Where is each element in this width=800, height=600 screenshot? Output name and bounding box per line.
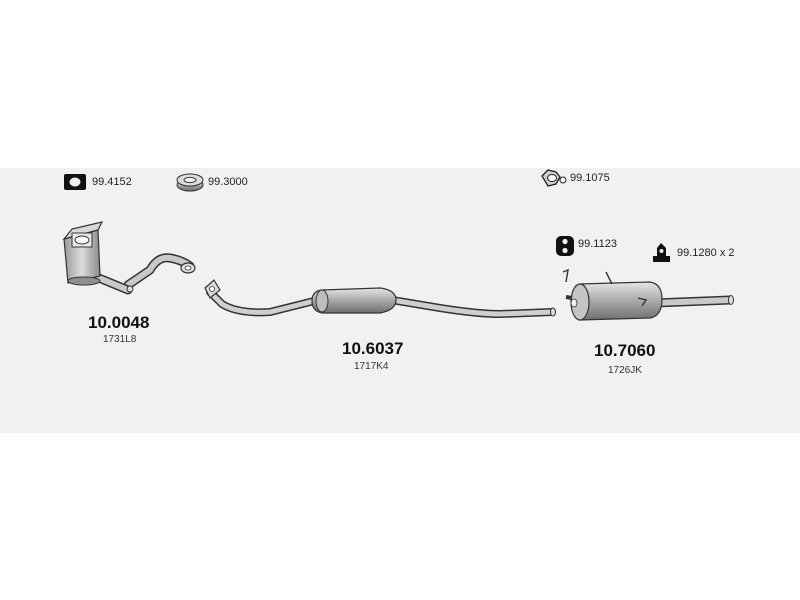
gasket-ring-icon xyxy=(176,173,204,192)
oe-number-rear-silencer: 1726JK xyxy=(608,365,642,376)
accessory-code-gasket: 99.3000 xyxy=(208,176,248,188)
catalytic-converter-part xyxy=(62,221,196,295)
bracket-hanger-icon xyxy=(653,243,670,262)
clamp-ring-icon xyxy=(64,174,86,190)
oe-number-centre-silencer: 1717K4 xyxy=(354,361,389,372)
centre-silencer-part xyxy=(204,279,556,319)
oe-number-catalyst: 1731L8 xyxy=(103,334,137,345)
mounting-rubber-icon xyxy=(556,236,574,256)
rear-silencer-part xyxy=(562,268,734,321)
part-number-rear-silencer: 10.7060 xyxy=(594,341,656,360)
rubber-hanger-icon xyxy=(541,169,567,187)
accessory-code-clamp: 99.4152 xyxy=(92,176,132,188)
accessory-code-bracket-hanger: 99.1280 x 2 xyxy=(677,247,735,259)
part-number-centre-silencer: 10.6037 xyxy=(342,339,404,358)
part-number-catalyst: 10.0048 xyxy=(88,313,150,332)
accessory-code-rubber-hanger: 99.1075 xyxy=(570,172,610,184)
accessory-code-mounting-rubber: 99.1123 xyxy=(578,238,617,250)
